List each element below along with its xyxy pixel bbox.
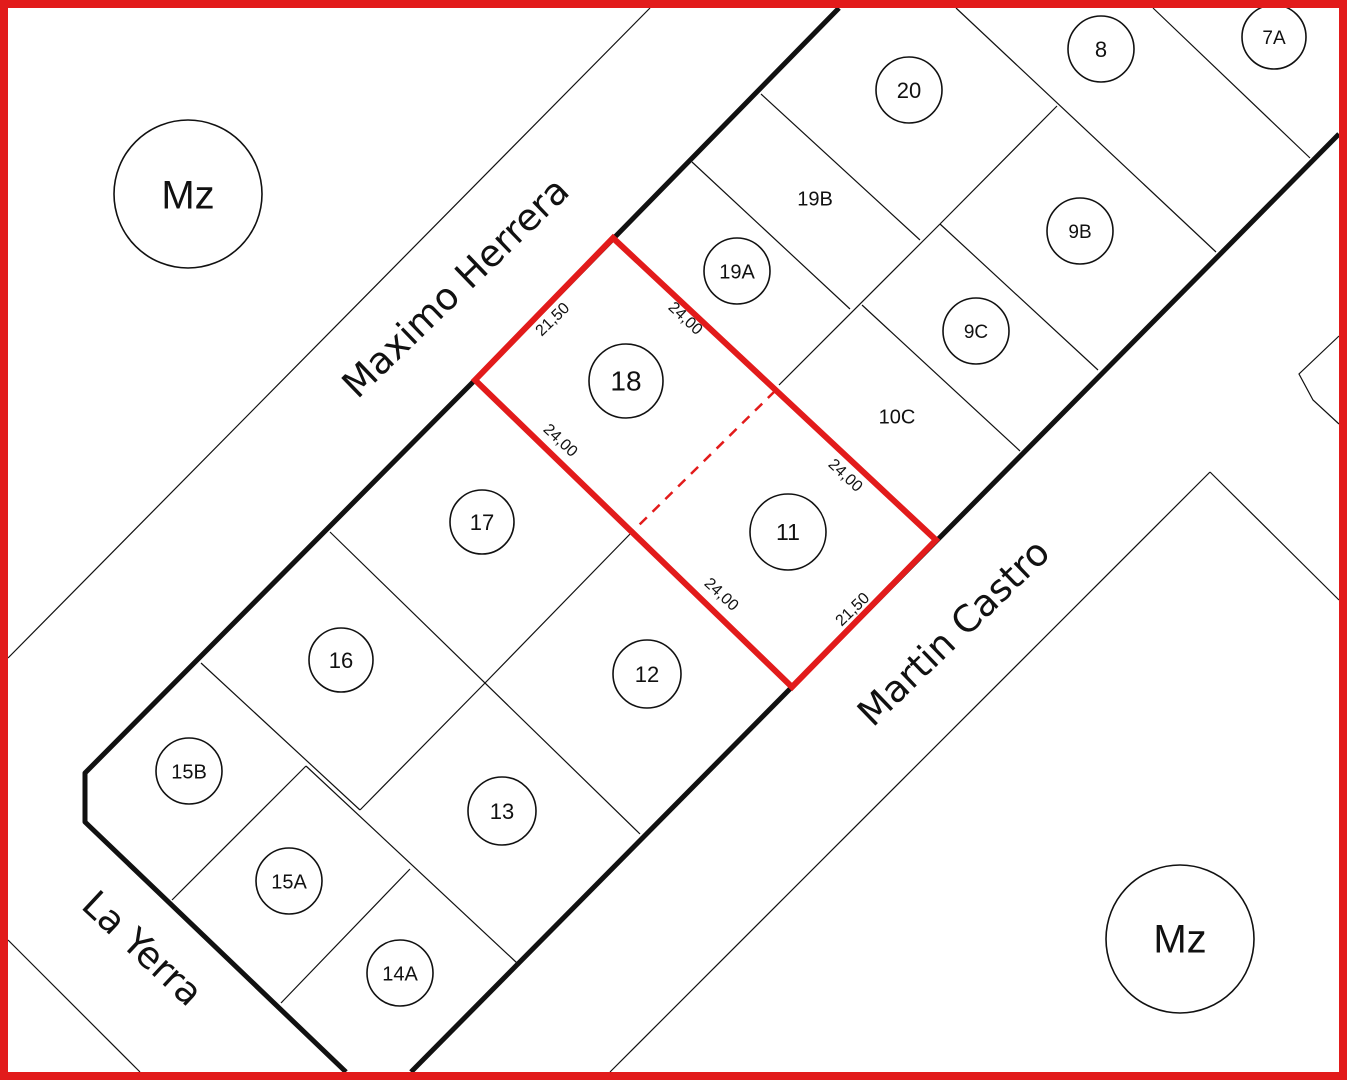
- dim-11-right: 24,00: [825, 456, 866, 496]
- svg-text:16: 16: [329, 648, 353, 673]
- svg-text:9C: 9C: [964, 322, 988, 343]
- dim-11-bottom-left: 24,00: [701, 575, 742, 615]
- svg-text:18: 18: [610, 365, 641, 396]
- lot-14a: 14A: [366, 939, 434, 1007]
- lot-lines: [171, 7, 1311, 1004]
- svg-text:19A: 19A: [719, 261, 755, 283]
- svg-text:13: 13: [490, 799, 514, 824]
- dimension-labels: 21,50 24,00 24,00 24,00 24,00 21,50: [533, 299, 874, 630]
- lot-17: 17: [449, 489, 515, 555]
- lot-9c: 9C: [942, 297, 1010, 365]
- street-labels: Maximo Herrera Martin Castro La Yerra: [74, 169, 1059, 1015]
- svg-text:15B: 15B: [171, 761, 207, 783]
- svg-text:9B: 9B: [1068, 222, 1091, 243]
- lot-16: 16: [308, 627, 374, 693]
- lot-9b: 9B: [1046, 197, 1114, 265]
- svg-text:20: 20: [897, 78, 921, 103]
- lot-12: 12: [612, 639, 682, 709]
- block-marker-bottom-right: Mz: [1105, 864, 1255, 1014]
- lot-15a: 15A: [255, 847, 323, 915]
- lot-8: 8: [1067, 15, 1135, 83]
- lot-18: 18: [588, 343, 664, 419]
- lot-19b: 19B: [797, 188, 833, 210]
- highlighted-parcel: [470, 233, 941, 692]
- lot-13: 13: [467, 776, 537, 846]
- svg-text:11: 11: [776, 519, 800, 545]
- svg-text:8: 8: [1095, 37, 1107, 62]
- street-la-yerra: La Yerra: [74, 882, 212, 1014]
- street-edges: [7, 7, 1340, 1073]
- block-label-bottom-right: Mz: [1153, 918, 1206, 962]
- lot-10c: 10C: [879, 406, 916, 428]
- block-label-top-left: Mz: [161, 174, 214, 218]
- svg-text:15A: 15A: [271, 871, 307, 893]
- svg-text:14A: 14A: [382, 963, 418, 985]
- svg-text:7A: 7A: [1262, 28, 1286, 49]
- svg-text:12: 12: [635, 662, 659, 687]
- lot-15b: 15B: [155, 737, 223, 805]
- lot-markers: 18 11 17 16 12 13 15B 15A 14A 19A 20 8 7…: [155, 4, 1307, 1007]
- svg-text:17: 17: [470, 510, 494, 535]
- lot-20: 20: [875, 56, 943, 124]
- block-marker-top-left: Mz: [113, 119, 263, 269]
- dim-18-top: 21,50: [533, 300, 574, 340]
- lot-11: 11: [749, 493, 827, 571]
- lot-19a: 19A: [703, 237, 771, 305]
- lot-7a: 7A: [1241, 4, 1307, 70]
- dim-18-left: 24,00: [540, 421, 581, 461]
- street-martin-castro: Martin Castro: [849, 531, 1058, 735]
